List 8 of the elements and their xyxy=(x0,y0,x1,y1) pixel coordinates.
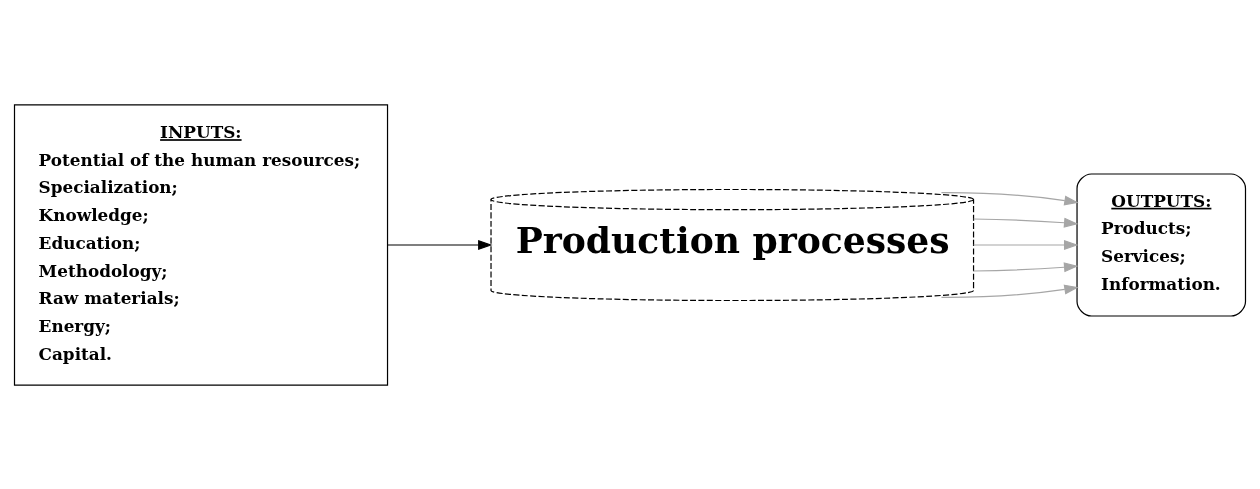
arrow xyxy=(940,191,1079,205)
arrow xyxy=(940,284,1079,298)
arrow xyxy=(973,239,1079,250)
arrow xyxy=(973,261,1079,272)
arrow xyxy=(973,217,1079,228)
node-box: INPUTS: Potential of the human resources; Specialization; Knowledge; Education; Methodology; Raw materials; Energy; Capital. xyxy=(13,103,389,386)
node-box: OUTPUTS: Products; Services; Information. xyxy=(1076,172,1247,317)
arrow xyxy=(386,239,493,250)
